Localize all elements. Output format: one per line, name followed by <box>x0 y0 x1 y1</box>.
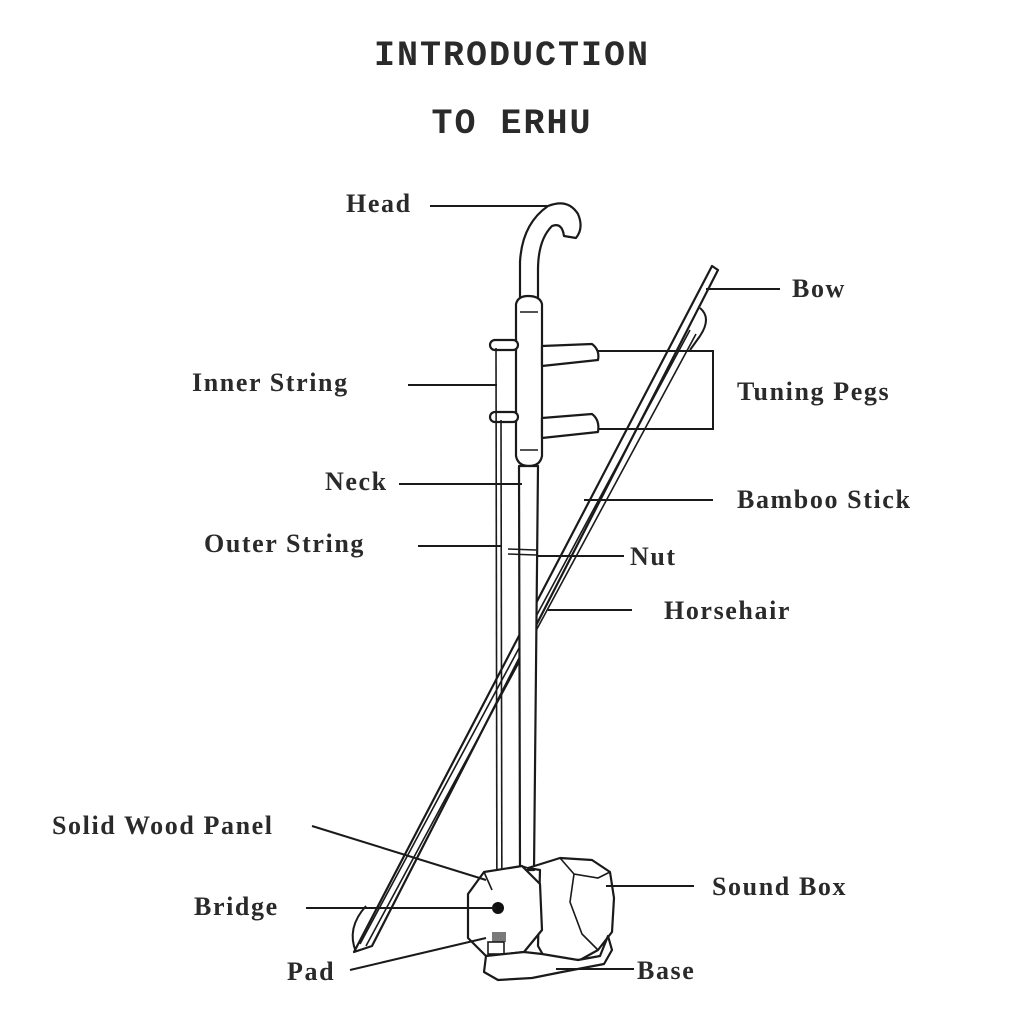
bow-frog <box>351 905 367 953</box>
label-bridge: Bridge <box>194 892 279 921</box>
label-horsehair: Horsehair <box>664 596 791 625</box>
outer-string-line <box>500 419 503 957</box>
label-base: Base <box>637 956 695 985</box>
label-solid-wood-panel: Solid Wood Panel <box>52 811 274 840</box>
inner-string-line <box>495 347 498 957</box>
neck-rod-shape <box>517 464 540 872</box>
label-bow: Bow <box>792 274 846 303</box>
label-neck: Neck <box>325 467 388 496</box>
label-sound-box: Sound Box <box>712 872 847 901</box>
head-shape <box>518 202 582 302</box>
tuning-pegs <box>488 338 600 440</box>
lower-peg-shape <box>540 412 600 440</box>
peg-box-shape <box>514 294 544 468</box>
label-pad: Pad <box>287 957 335 986</box>
title-line-1: INTRODUCTION <box>373 36 651 76</box>
bow-tip-curve <box>689 307 707 351</box>
leader-lines <box>306 205 780 971</box>
upper-peg-shape <box>540 342 600 368</box>
base-shape <box>482 934 614 982</box>
pad-rect <box>492 932 506 942</box>
label-inner-string: Inner String <box>192 368 349 397</box>
strings <box>495 347 503 957</box>
label-head: Head <box>346 189 412 218</box>
sound-box <box>466 856 616 982</box>
bridge-dot <box>492 902 504 914</box>
erhu-neck <box>507 202 582 872</box>
label-nut: Nut <box>630 542 677 571</box>
part-labels: Head Bow Inner String Tuning Pegs Neck B… <box>52 189 912 986</box>
label-outer-string: Outer String <box>204 529 365 558</box>
label-tuning-pegs: Tuning Pegs <box>737 377 890 406</box>
label-bamboo-stick: Bamboo Stick <box>737 485 912 514</box>
title-line-2: TO ERHU <box>431 104 593 144</box>
solid-wood-panel-shape <box>466 864 544 958</box>
